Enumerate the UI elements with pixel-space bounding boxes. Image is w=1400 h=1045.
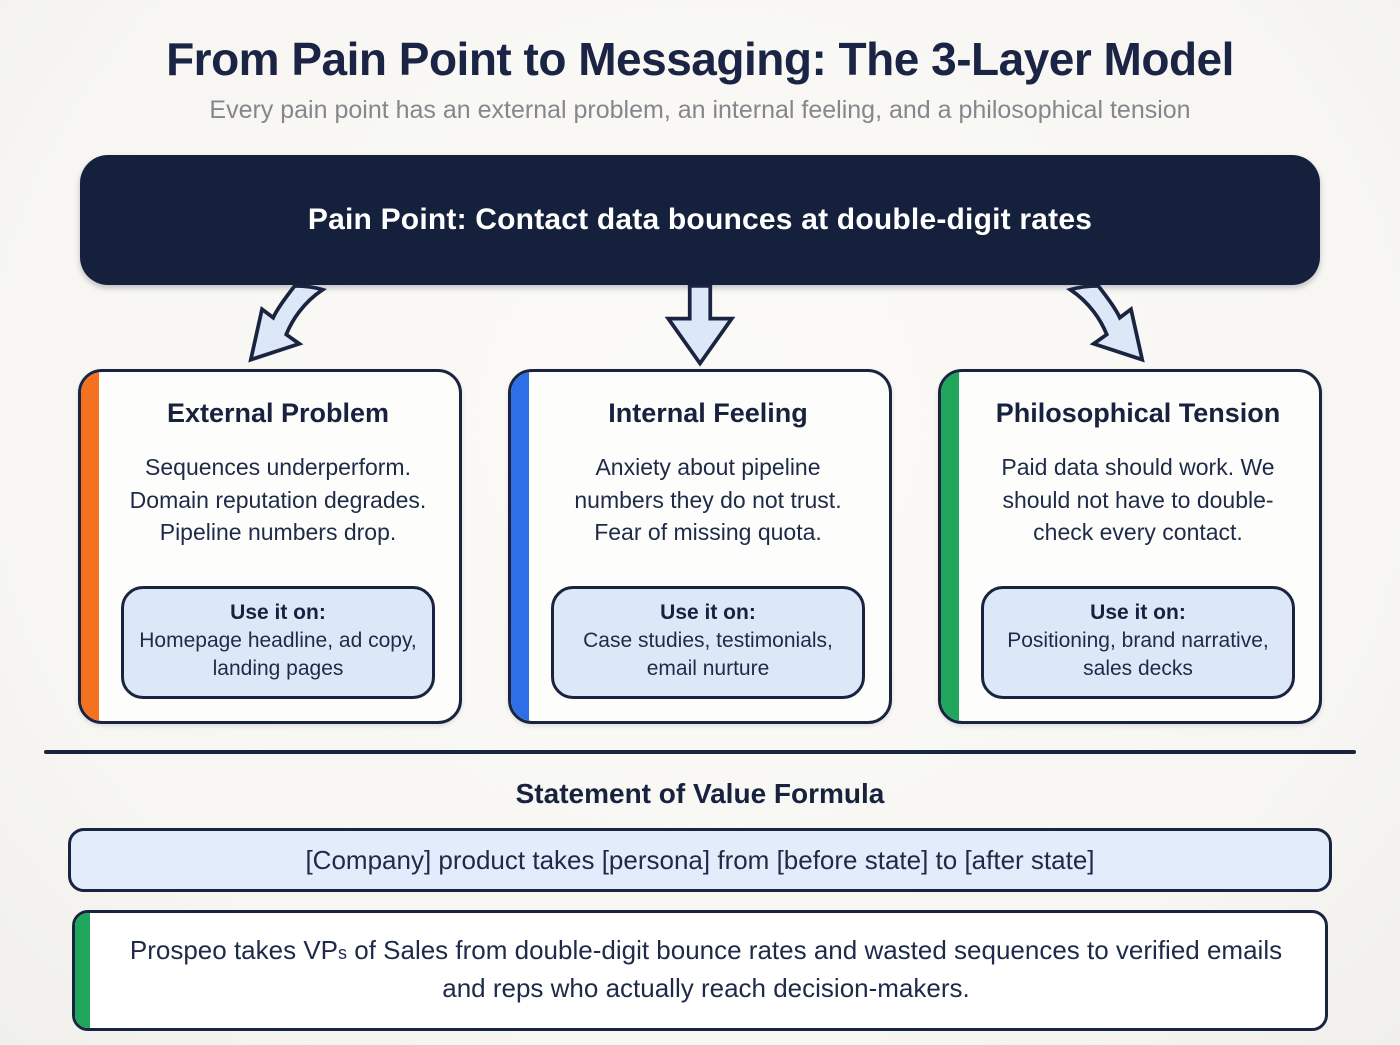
green-accent-stripe xyxy=(75,913,90,1029)
blue-accent-stripe xyxy=(511,372,529,721)
layer-cards: External Problem Sequences underperform.… xyxy=(78,369,1322,724)
use-it-on-box: Use it on: Homepage headline, ad copy, l… xyxy=(121,586,435,699)
use-it-on-text: Positioning, brand narrative, sales deck… xyxy=(1007,629,1269,680)
card-external-problem: External Problem Sequences underperform.… xyxy=(78,369,462,724)
page-subtitle: Every pain point has an external problem… xyxy=(209,96,1191,124)
value-statement-example-text: Prospeo takes VPs of Sales from double-d… xyxy=(127,932,1285,1007)
use-it-on-text: Homepage headline, ad copy, landing page… xyxy=(139,629,417,680)
value-formula-text: [Company] product takes [persona] from [… xyxy=(305,844,1095,875)
use-it-on-label: Use it on: xyxy=(230,601,326,625)
section-divider xyxy=(44,750,1356,754)
curved-down-right-arrow-icon xyxy=(1065,285,1145,363)
use-it-on-box: Use it on: Case studies, testimonials, e… xyxy=(551,586,865,699)
page-title: From Pain Point to Messaging: The 3-Laye… xyxy=(166,33,1234,85)
statement-section-heading: Statement of Value Formula xyxy=(515,778,885,809)
value-formula-box: [Company] product takes [persona] from [… xyxy=(68,828,1332,892)
card-philosophical-tension: Philosophical Tension Paid data should w… xyxy=(938,369,1322,724)
card-title: Internal Feeling xyxy=(608,398,808,428)
use-it-on-label: Use it on: xyxy=(1090,601,1186,625)
orange-accent-stripe xyxy=(81,372,99,721)
example-text-suffix: of Sales from double-digit bounce rates … xyxy=(347,935,1283,1003)
pain-point-banner: Pain Point: Contact data bounces at doub… xyxy=(80,155,1320,285)
card-title: Philosophical Tension xyxy=(995,398,1281,428)
value-statement-example-box: Prospeo takes VPs of Sales from double-d… xyxy=(72,910,1328,1032)
card-title: External Problem xyxy=(166,398,390,428)
down-arrow-icon xyxy=(664,285,736,367)
use-it-on-label: Use it on: xyxy=(660,601,756,625)
card-body: Paid data should work. We should not hav… xyxy=(1001,454,1275,546)
card-internal-feeling: Internal Feeling Anxiety about pipeline … xyxy=(508,369,892,724)
curved-down-left-arrow-icon xyxy=(248,285,328,363)
card-body: Anxiety about pipeline numbers they do n… xyxy=(574,454,842,546)
card-body: Sequences underperform. Domain reputatio… xyxy=(129,454,427,546)
use-it-on-box: Use it on: Positioning, brand narrative,… xyxy=(981,586,1295,699)
pain-point-banner-label: Pain Point: Contact data bounces at doub… xyxy=(307,203,1093,236)
example-text-prefix: Prospeo takes VP xyxy=(129,935,339,965)
example-text-small-s: s xyxy=(338,943,348,963)
use-it-on-text: Case studies, testimonials, email nurtur… xyxy=(583,629,833,680)
green-accent-stripe xyxy=(941,372,959,721)
arrow-row xyxy=(0,285,1400,369)
